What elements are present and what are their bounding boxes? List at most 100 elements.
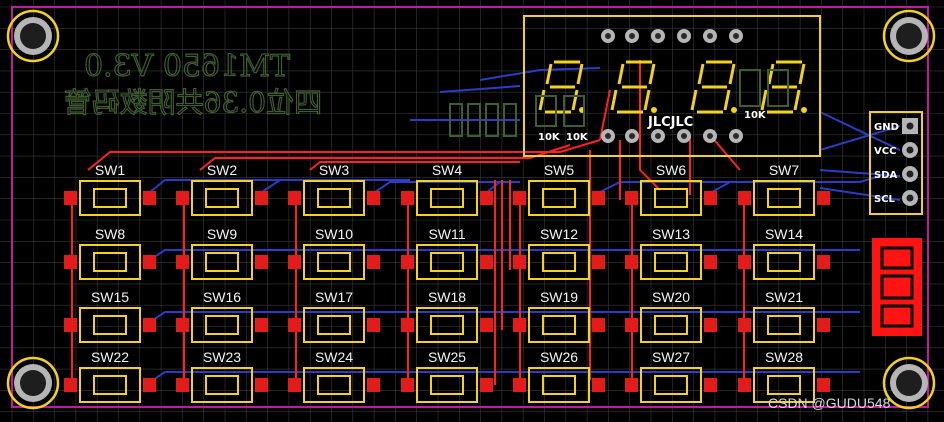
tactile-switch: SW16 — [176, 289, 268, 343]
switch-pad — [367, 255, 380, 269]
switch-actuator — [767, 252, 801, 272]
segment — [723, 89, 731, 111]
switch-label: SW5 — [544, 162, 575, 178]
switch-label: SW9 — [207, 226, 238, 242]
switch-label: SW14 — [765, 226, 803, 242]
tactile-switch: SW18 — [401, 289, 493, 343]
tactile-switch: SW5 — [513, 162, 605, 216]
switch-actuator — [317, 252, 351, 272]
switch-label: SW18 — [428, 289, 466, 305]
switch-pad — [480, 255, 493, 269]
switch-outline — [303, 180, 365, 216]
switch-label: SW24 — [315, 349, 353, 365]
switch-outline — [528, 180, 590, 216]
switch-pad — [255, 191, 268, 205]
switch-pad — [738, 191, 751, 205]
switch-pad — [704, 191, 717, 205]
switch-pad — [625, 378, 638, 392]
segment — [728, 63, 736, 85]
switch-pad — [592, 191, 605, 205]
switch-pad — [704, 255, 717, 269]
switch-pad — [288, 191, 301, 205]
switch-pad — [143, 255, 156, 269]
display-pin-hole — [655, 33, 661, 39]
mounting-holes — [6, 9, 936, 410]
segment — [798, 63, 806, 85]
segment — [545, 63, 553, 85]
switch-actuator — [205, 375, 239, 395]
tactile-switch: SW12 — [513, 226, 605, 280]
header-pin-label: VCC — [874, 146, 896, 157]
segment — [648, 63, 656, 85]
switch-pad — [513, 255, 526, 269]
switch-pad — [64, 255, 77, 269]
header-pad-hole — [906, 194, 914, 202]
switch-pad — [480, 191, 493, 205]
decimal-point — [801, 107, 807, 113]
tactile-switch: SW2 — [176, 162, 268, 216]
mounting-hole — [882, 9, 936, 63]
header-pin: VCC — [874, 142, 918, 158]
switch-actuator — [654, 375, 688, 395]
switch-outline — [528, 244, 590, 280]
switch-actuator — [767, 375, 801, 395]
header-pad-hole — [906, 122, 914, 130]
switch-outline — [640, 180, 702, 216]
tactile-switch: SW27 — [625, 349, 717, 403]
board-title: TM1650 V3.0 — [84, 49, 290, 84]
switch-outline — [79, 180, 141, 216]
switch-label: SW1 — [95, 162, 126, 178]
digit — [760, 60, 807, 114]
switch-label: SW20 — [652, 289, 690, 305]
mounting-hole-drill — [896, 23, 922, 49]
tactile-switch: SW22 — [64, 349, 156, 403]
switch-outline — [191, 367, 253, 403]
resistor-label: 10K — [538, 132, 561, 143]
switch-pad — [288, 255, 301, 269]
tactile-switch: SW6 — [625, 162, 717, 216]
jlc-order-mark: JLCJLC — [647, 115, 693, 130]
switch-pad — [738, 318, 751, 332]
switch-pad — [401, 255, 414, 269]
switch-actuator — [767, 315, 801, 335]
segment — [610, 89, 618, 111]
header-pin-label: GND — [874, 122, 899, 133]
tactile-switch: SW1 — [64, 162, 156, 216]
switch-label: SW22 — [91, 349, 129, 365]
switch-outline — [191, 180, 253, 216]
switch-pad — [817, 255, 830, 269]
switch-outline — [640, 244, 702, 280]
switch-outline — [416, 367, 478, 403]
tactile-switch: SW20 — [625, 289, 717, 343]
switch-pad — [367, 378, 380, 392]
segment — [760, 89, 768, 111]
digit — [610, 60, 657, 114]
display-pins — [601, 29, 743, 143]
tactile-switch: SW3 — [288, 162, 380, 216]
mounting-hole — [882, 356, 936, 410]
switch-label: SW23 — [203, 349, 241, 365]
switch-actuator — [205, 315, 239, 335]
switch-pad — [625, 318, 638, 332]
switch-outline — [753, 307, 815, 343]
switch-actuator — [767, 188, 801, 208]
tactile-switch: SW23 — [176, 349, 268, 403]
switch-pad — [401, 378, 414, 392]
switch-pad — [592, 318, 605, 332]
switch-label: SW2 — [207, 162, 238, 178]
board-outline — [11, 6, 929, 408]
switch-label: SW15 — [91, 289, 129, 305]
tactile-switch: SW10 — [288, 226, 380, 280]
tactile-switch: SW21 — [738, 289, 830, 343]
switch-pad — [625, 255, 638, 269]
seven-segment-display: JLCJLC — [523, 15, 821, 157]
display-digits — [538, 60, 807, 114]
display-pin-hole — [707, 133, 713, 139]
segment — [538, 89, 546, 111]
switch-pad — [143, 378, 156, 392]
switch-pad — [625, 191, 638, 205]
tactile-switch: SW14 — [738, 226, 830, 280]
switch-outline — [640, 367, 702, 403]
